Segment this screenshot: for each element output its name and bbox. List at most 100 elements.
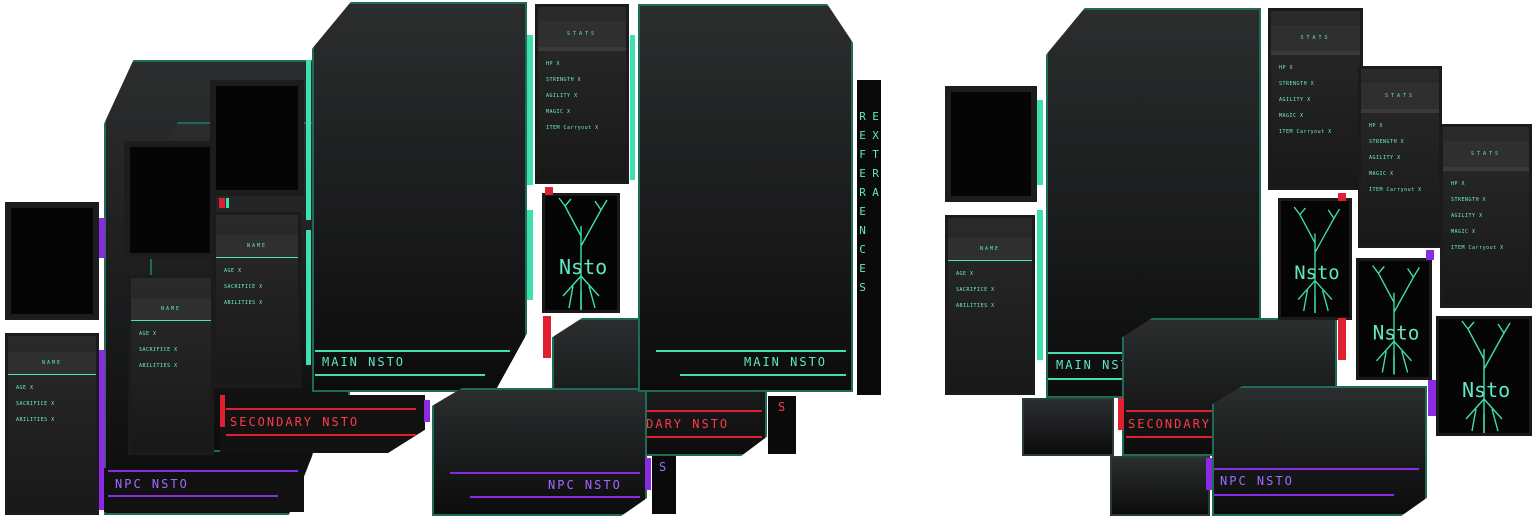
logo-box: Nsto bbox=[1436, 316, 1532, 436]
purple-accent bbox=[99, 218, 105, 258]
tree-logo-icon: Nsto bbox=[1293, 206, 1341, 313]
main-rule bbox=[680, 374, 846, 376]
stats-card-title: STATS bbox=[1361, 83, 1439, 113]
stats-card-line: AGILITY X bbox=[1279, 97, 1311, 103]
stats-card-line: ITEM Carryout X bbox=[1369, 187, 1422, 193]
purple-accent bbox=[645, 458, 651, 490]
stats-card-line: STRENGTH X bbox=[546, 77, 582, 83]
stats-card-line: ITEM Carryout X bbox=[1451, 245, 1504, 251]
logo-text: Nsto bbox=[1294, 262, 1339, 284]
stats-card: STATS HP X STRENGTH X AGILITY X MAGIC X … bbox=[1268, 8, 1363, 190]
secondary-rule bbox=[1126, 436, 1296, 438]
name-card-line: SACRIFICE X bbox=[139, 347, 178, 353]
stats-card: STATS HP X STRENGTH X AGILITY X MAGIC X … bbox=[535, 4, 629, 184]
stats-card-line: AGILITY X bbox=[546, 93, 578, 99]
secondary-rule bbox=[226, 434, 416, 436]
main-label: MAIN NSTO bbox=[744, 355, 828, 369]
tree-logo-icon: Nsto bbox=[1372, 265, 1420, 375]
npc-panel bbox=[432, 388, 647, 516]
npc-label-strip bbox=[104, 468, 304, 512]
npc-panel bbox=[1212, 386, 1427, 516]
logo-box: Nsto bbox=[542, 193, 620, 313]
red-accent bbox=[1338, 193, 1346, 201]
name-card-line: ABILITIES X bbox=[139, 363, 178, 369]
red-accent bbox=[1118, 398, 1124, 430]
main-label: MAIN NSTO bbox=[322, 355, 406, 369]
npc-rule bbox=[1214, 494, 1394, 496]
name-card: NAME AGE X SACRIFICE X ABILITIES X bbox=[5, 333, 99, 515]
logo-text: Nsto bbox=[1373, 321, 1420, 344]
stats-card-line: AGILITY X bbox=[1451, 213, 1483, 219]
main-panel bbox=[638, 4, 853, 392]
stats-card-line: HP X bbox=[1279, 65, 1294, 71]
stats-card-title: STATS bbox=[1271, 25, 1360, 55]
name-card-line: AGE X bbox=[139, 331, 157, 337]
stats-card-line: MAGIC X bbox=[1369, 171, 1394, 177]
s-label: S bbox=[778, 400, 788, 414]
portrait-frame bbox=[945, 86, 1037, 202]
purple-accent bbox=[1206, 458, 1212, 490]
npc-rule bbox=[108, 495, 278, 497]
main-panel bbox=[312, 2, 527, 392]
stats-card-line: ITEM Carryout X bbox=[1279, 129, 1332, 135]
red-accent bbox=[543, 316, 551, 358]
main-label: MAIN NSTO bbox=[1056, 358, 1140, 372]
name-card-line: SACRIFICE X bbox=[224, 284, 263, 290]
npc-label: NPC NSTO bbox=[115, 477, 189, 491]
secondary-rule bbox=[226, 408, 416, 410]
background-block bbox=[1022, 398, 1114, 456]
stats-card: STATS HP X STRENGTH X AGILITY X MAGIC X … bbox=[1358, 66, 1442, 248]
stats-card-line: STRENGTH X bbox=[1279, 81, 1315, 87]
name-card-line: AGE X bbox=[224, 268, 242, 274]
red-accent bbox=[219, 198, 225, 208]
name-card: NAME AGE X SACRIFICE X ABILITIES X bbox=[213, 212, 301, 388]
purple-accent bbox=[1428, 380, 1436, 416]
stats-card-title: STATS bbox=[538, 21, 626, 51]
stats-card-line: HP X bbox=[546, 61, 561, 67]
secondary-label: SECONDARY NSTO bbox=[230, 415, 360, 429]
background-block bbox=[1110, 456, 1210, 516]
secondary-rule bbox=[572, 436, 762, 438]
name-card-line: SACRIFICE X bbox=[956, 287, 995, 293]
npc-rule bbox=[1214, 468, 1419, 470]
teal-accent bbox=[527, 35, 533, 185]
s-tag: S bbox=[768, 396, 796, 454]
purple-accent bbox=[1426, 250, 1434, 260]
teal-accent bbox=[306, 230, 311, 365]
main-rule bbox=[315, 350, 510, 352]
portrait-frame bbox=[210, 80, 304, 196]
npc-rule bbox=[470, 496, 640, 498]
name-card-line: SACRIFICE X bbox=[16, 401, 55, 407]
name-card-line: AGE X bbox=[956, 271, 974, 277]
npc-rule bbox=[108, 470, 298, 472]
teal-accent bbox=[306, 60, 311, 220]
teal-accent bbox=[226, 198, 229, 208]
name-card-line: ABILITIES X bbox=[16, 417, 55, 423]
name-card-title: NAME bbox=[8, 352, 96, 375]
secondary-label-strip bbox=[220, 395, 425, 453]
red-accent bbox=[1338, 318, 1346, 360]
teal-accent bbox=[630, 35, 635, 180]
name-card-line: AGE X bbox=[16, 385, 34, 391]
logo-box: Nsto bbox=[1278, 198, 1352, 320]
logo-text: Nsto bbox=[1462, 378, 1510, 402]
name-card-line: ABILITIES X bbox=[224, 300, 263, 306]
extra-references-label: EXTRA REFERENCES bbox=[856, 110, 882, 300]
main-rule bbox=[315, 374, 485, 376]
s-label: S bbox=[659, 460, 669, 474]
tree-logo-icon: Nsto bbox=[558, 197, 608, 310]
npc-label: NPC NSTO bbox=[1220, 474, 1294, 488]
teal-accent bbox=[1037, 100, 1043, 185]
stats-card: STATS HP X STRENGTH X AGILITY X MAGIC X … bbox=[1440, 124, 1532, 308]
npc-rule bbox=[450, 472, 640, 474]
red-accent bbox=[545, 187, 553, 195]
stats-card-line: ITEM Carryout X bbox=[546, 125, 599, 131]
stats-card-title: STATS bbox=[1443, 141, 1529, 171]
stats-card-line: STRENGTH X bbox=[1451, 197, 1487, 203]
name-card-title: NAME bbox=[216, 235, 298, 258]
name-card: NAME AGE X SACRIFICE X ABILITIES X bbox=[945, 215, 1035, 395]
npc-label: NPC NSTO bbox=[548, 478, 622, 492]
stats-card-line: AGILITY X bbox=[1369, 155, 1401, 161]
main-rule bbox=[656, 350, 846, 352]
name-card-title: NAME bbox=[948, 238, 1032, 261]
